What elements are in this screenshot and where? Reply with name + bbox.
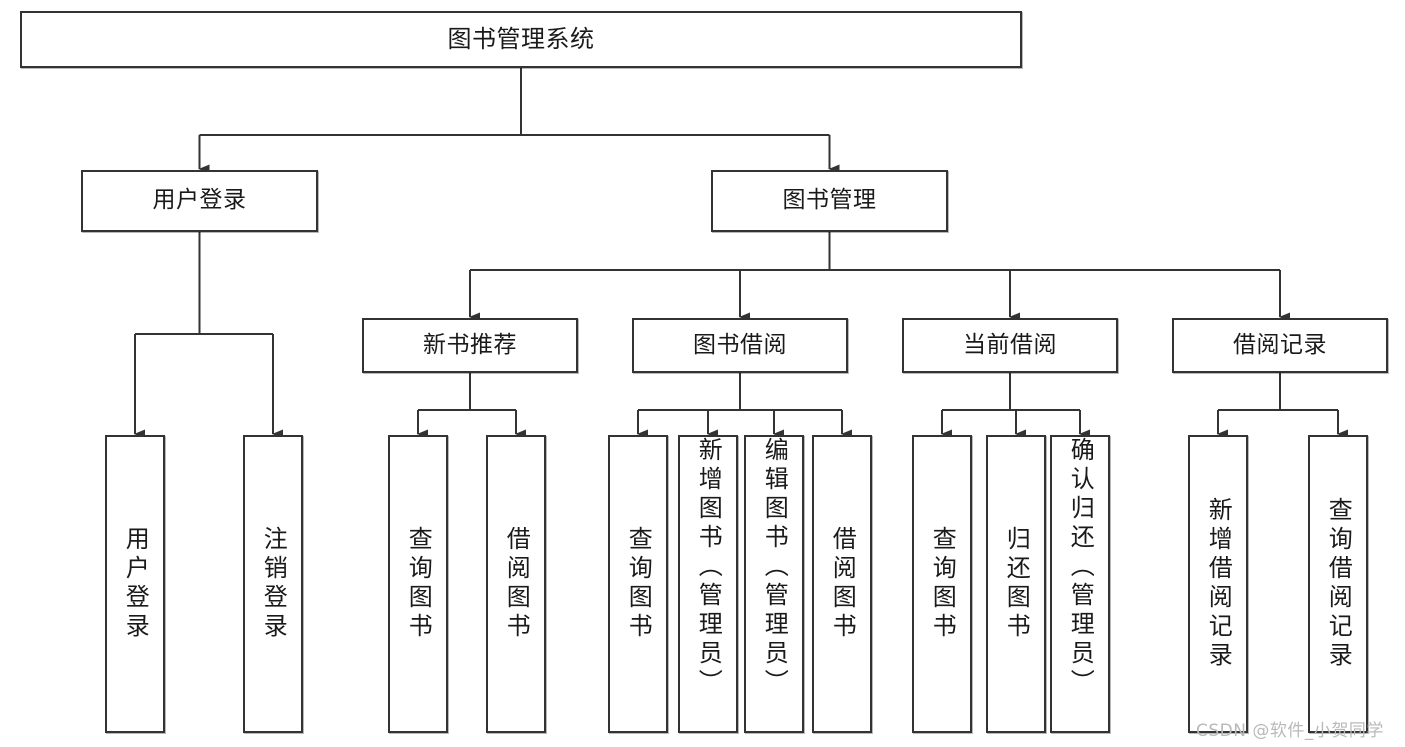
node-new-book-rec[interactable]: 新书推荐 [362,318,578,373]
node-leaf-rec-borrow[interactable]: 借阅图书 [486,435,546,733]
node-label: 图书借阅 [693,331,787,358]
node-label: 归还图书 [1002,526,1031,642]
node-label: 确认归还（管理员） [1066,437,1095,698]
node-leaf-borrow-add[interactable]: 新增图书（管理员） [678,435,738,733]
node-leaf-rec-search[interactable]: 查询借阅记录 [1308,435,1368,733]
node-leaf-cur-return[interactable]: 归还图书 [986,435,1046,733]
node-label: 查询图书 [624,526,653,642]
node-label: 查询图书 [404,526,433,642]
node-leaf-borrow-edit[interactable]: 编辑图书（管理员） [744,435,804,733]
node-label: 借阅记录 [1233,331,1327,358]
node-label: 注销登录 [259,526,288,642]
node-label: 查询借阅记录 [1324,497,1353,671]
node-label: 当前借阅 [963,331,1057,358]
node-leaf-rec-add[interactable]: 新增借阅记录 [1188,435,1248,733]
node-label: 借阅图书 [828,526,857,642]
node-label: 新增图书（管理员） [694,437,723,698]
node-label: 借阅图书 [502,526,531,642]
node-user-login[interactable]: 用户登录 [81,170,318,232]
node-label: 图书管理 [782,187,877,214]
node-leaf-borrow-lend[interactable]: 借阅图书 [812,435,872,733]
node-label: 用户登录 [152,187,247,214]
node-leaf-rec-query[interactable]: 查询图书 [388,435,448,733]
node-leaf-user-login[interactable]: 用户登录 [105,435,165,733]
node-current-borrow[interactable]: 当前借阅 [902,318,1118,373]
node-leaf-user-logout[interactable]: 注销登录 [243,435,303,733]
node-leaf-cur-query[interactable]: 查询图书 [912,435,972,733]
node-label: 新增借阅记录 [1204,497,1233,671]
node-leaf-cur-confirm[interactable]: 确认归还（管理员） [1050,435,1110,733]
node-leaf-borrow-query[interactable]: 查询图书 [608,435,668,733]
node-root[interactable]: 图书管理系统 [20,11,1022,68]
node-book-manage[interactable]: 图书管理 [711,170,948,232]
node-borrow-record[interactable]: 借阅记录 [1172,318,1388,373]
csdn-watermark: CSDN @软件_小贺同学 [1196,721,1384,741]
connector-lines [133,68,1348,439]
node-label: 编辑图书（管理员） [760,437,789,698]
node-book-borrow[interactable]: 图书借阅 [632,318,848,373]
node-label: 新书推荐 [423,331,517,358]
node-label: 查询图书 [928,526,957,642]
node-label: 图书管理系统 [447,25,595,54]
node-label: 用户登录 [121,526,150,642]
